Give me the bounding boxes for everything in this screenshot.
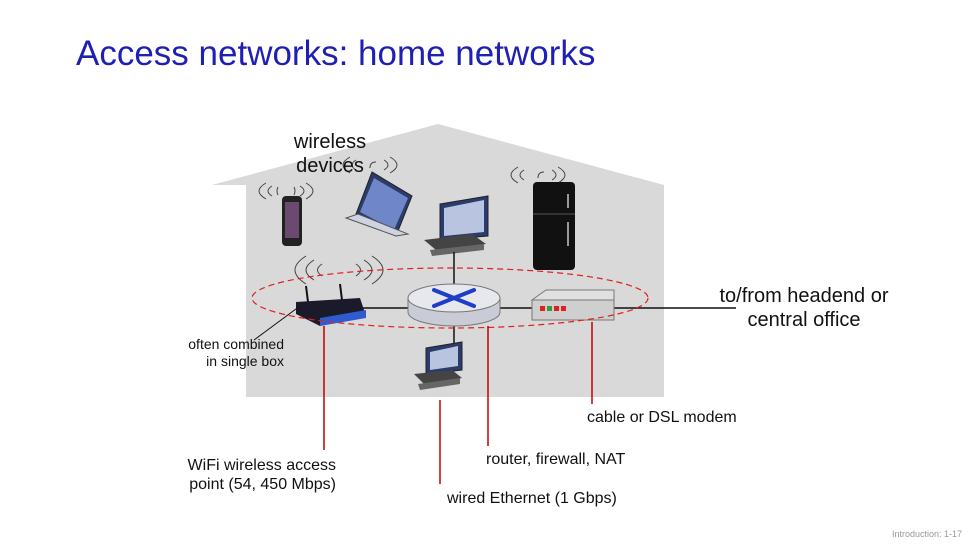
router-icon	[407, 283, 501, 327]
combined-box-label: often combined in single box	[188, 336, 284, 369]
house-roof	[212, 124, 664, 185]
callout-lines	[323, 322, 593, 484]
slide-title: Access networks: home networks	[76, 34, 596, 73]
wireless-devices-label: wireless devices	[293, 131, 367, 177]
wired-computer-icon	[414, 341, 463, 390]
router-label: router, firewall, NAT	[486, 451, 626, 468]
wifi-label: WiFi wireless access point (54, 450 Mbps…	[187, 457, 336, 493]
modem-label: cable or DSL modem	[587, 409, 737, 426]
headend-label: to/from headend or central office	[719, 285, 889, 331]
combined-box-ring	[251, 267, 649, 329]
desktop-computer-icon	[424, 195, 489, 256]
combined-box-pointer	[253, 305, 301, 341]
laptop-icon	[344, 171, 413, 237]
modem-icon	[530, 289, 615, 321]
ethernet-label: wired Ethernet (1 Gbps)	[447, 490, 617, 507]
smartphone-icon	[282, 196, 302, 246]
network-links	[360, 252, 736, 346]
slide-footer: Introduction: 1-17	[891, 529, 962, 539]
refrigerator-icon	[533, 182, 575, 270]
